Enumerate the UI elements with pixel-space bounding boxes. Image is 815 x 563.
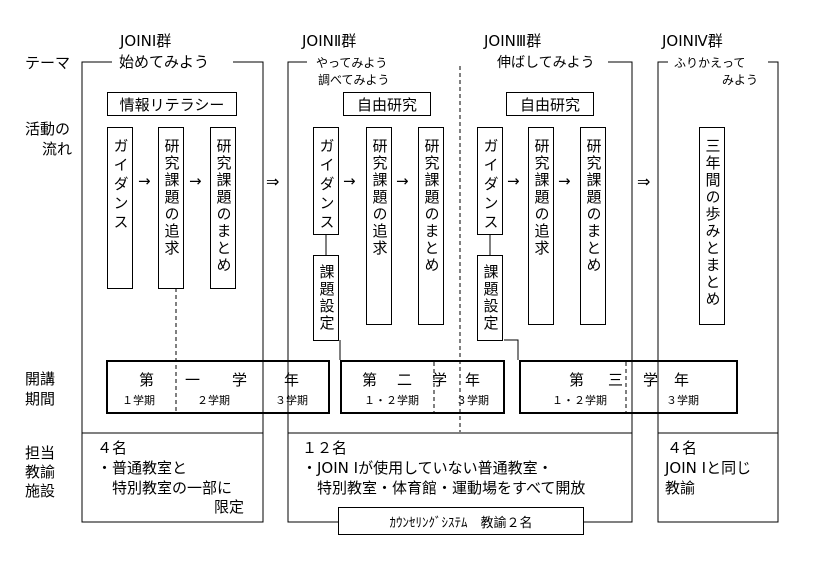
topic-box-g1: 情報リテラシー xyxy=(107,92,237,116)
staff-g1-line1: ・普通教室と xyxy=(97,459,188,477)
arrow-icon: → xyxy=(138,172,151,190)
arrow-icon: → xyxy=(507,172,520,190)
staff-g1-line3: 限定 xyxy=(214,498,245,516)
step-pursue-g1: 研究課題の追求 xyxy=(158,127,184,289)
theme-g3: 伸ばしてみよう xyxy=(495,55,597,71)
period-year2: 第 二 学 年 １・２学期 ３学期 xyxy=(340,360,505,414)
arrow-icon: → xyxy=(558,172,571,190)
step-setting-g2: 課題設定 xyxy=(313,255,339,341)
topic-box-g3: 自由研究 xyxy=(506,92,594,116)
group-title-g1: JOINⅠ群 xyxy=(120,32,172,50)
step-pursue-g2: 研究課題の追求 xyxy=(366,127,392,325)
step-summary-g1: 研究課題のまとめ xyxy=(210,127,236,289)
double-arrow-icon: ⇒ xyxy=(637,172,651,191)
staff-count-g4: ４名 xyxy=(667,439,698,457)
row-label-activity-1: 活動の xyxy=(25,120,71,138)
row-label-staff-2: 教諭 xyxy=(25,463,56,481)
row-label-staff-1: 担当 xyxy=(25,444,56,462)
arrow-icon: → xyxy=(343,172,356,190)
theme-g4-line2: みよう xyxy=(722,73,759,87)
step-summary-g2: 研究課題のまとめ xyxy=(418,127,444,325)
staff-g1-line2: 特別教室の一部に xyxy=(112,479,233,497)
step-setting-g3: 課題設定 xyxy=(477,255,503,341)
row-label-staff-3: 施設 xyxy=(25,482,56,500)
staff-g23-line2: 特別教室・体育館・運動場をすべて開放 xyxy=(317,479,586,497)
connector-g3 xyxy=(504,339,519,360)
arrow-icon: → xyxy=(396,172,409,190)
theme-g4-line1: ふりかえって xyxy=(672,56,748,70)
step-guidance-g1: ガイダンス xyxy=(107,127,133,289)
period-year3: 第 三 学 年 １・２学期 ３学期 xyxy=(519,360,738,414)
staff-count-g23: １２名 xyxy=(302,439,348,457)
staff-g4-line1: JOIN Ⅰと同じ xyxy=(665,459,752,477)
row-label-period-1: 開講 xyxy=(25,370,56,388)
topic-box-g2: 自由研究 xyxy=(343,92,431,116)
group-title-g2: JOINⅡ群 xyxy=(302,32,357,50)
staff-g23-line1: ・JOIN Ⅰが使用していない普通教室・ xyxy=(302,459,553,477)
group-title-g3: JOINⅢ群 xyxy=(484,32,542,50)
row-label-theme: テーマ xyxy=(25,54,71,72)
group-title-g4: JOINⅣ群 xyxy=(662,32,723,50)
period-year1: 第 一 学 年 １学期 ２学期 ３学期 xyxy=(106,360,330,414)
step-review-g4: 三年間の歩みとまとめ xyxy=(699,127,725,325)
theme-g2-line1: やってみよう xyxy=(314,56,390,70)
staff-count-g1: ４名 xyxy=(97,439,128,457)
theme-g1: 始めてみよう xyxy=(117,53,212,71)
step-guidance-g2: ガイダンス xyxy=(313,127,339,235)
arrow-icon: → xyxy=(189,172,202,190)
step-pursue-g3: 研究課題の追求 xyxy=(528,127,554,325)
staff-g4-line2: 教諭 xyxy=(665,479,696,497)
frame-g4 xyxy=(657,61,779,523)
frame-g1 xyxy=(81,61,264,523)
theme-g2-line2: 調べてみよう xyxy=(318,73,390,87)
counseling-box: ｶｳﾝｾﾘﾝｸﾞｼｽﾃﾑ 教諭２名 xyxy=(338,507,584,535)
row-label-period-2: 期間 xyxy=(25,390,56,408)
row-label-activity-2: 流れ xyxy=(42,140,73,158)
double-arrow-icon: ⇒ xyxy=(266,172,280,191)
step-guidance-g3: ガイダンス xyxy=(477,127,503,235)
step-summary-g3: 研究課題のまとめ xyxy=(580,127,606,325)
